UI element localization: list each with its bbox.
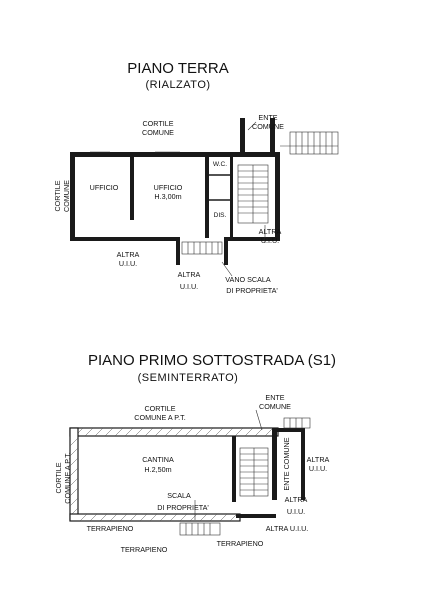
ente-comune-leader [247, 121, 257, 131]
basement-subtitle: (SEMINTERRATO) [138, 372, 239, 384]
vano-scala-stair [176, 237, 228, 265]
b-cortile-top-2: COMUNE A P.T. [134, 413, 185, 422]
b-altra-uiu-right-1: ALTRA [307, 455, 330, 464]
gf-ente-comune-1: ENTE [258, 113, 277, 122]
basement-partition [232, 436, 236, 502]
gf-cortile-side-2: COMUNE [62, 180, 71, 212]
b-cortile-side-2: COMUNE A P.T. [63, 452, 72, 503]
gf-cortile-side-1: CORTILE [53, 180, 62, 211]
gf-altra-uiu-mid-1: ALTRA [178, 270, 201, 279]
b-cantina-height: H.2,50m [144, 465, 171, 474]
b-altra-uiu-mid-2: U.I.U. [287, 507, 305, 516]
b-terrapieno-bottom-right: TERRAPIENO [217, 539, 264, 548]
ground-partition-3 [230, 156, 233, 238]
gf-wc: W.C. [213, 161, 227, 168]
b-altra-uiu-right-2: U.I.U. [309, 464, 327, 473]
ground-left-wall [70, 152, 75, 240]
gf-ufficio-2-height: H.3,00m [154, 192, 181, 201]
gf-vano-scala-2: DI PROPRIETA' [226, 286, 278, 295]
b-altra-uiu-bottom: ALTRA U.I.U. [266, 524, 309, 533]
gf-dis: DIS. [214, 212, 227, 219]
terrapieno-stair [179, 522, 221, 536]
gf-ufficio-1: UFFICIO [90, 183, 119, 192]
gf-altra-uiu-left-1: ALTRA [117, 250, 140, 259]
b-scala-2: DI PROPRIETA' [157, 503, 209, 512]
b-cantina: CANTINA [142, 455, 174, 464]
b-cortile-side-1: CORTILE [54, 462, 63, 493]
gf-ufficio-2: UFFICIO [154, 183, 183, 192]
ente-comune-stair [240, 118, 339, 155]
b-altra-uiu-mid-1: ALTRA [285, 495, 308, 504]
basement-stair [239, 447, 269, 497]
gf-cortile-comune-2: COMUNE [142, 128, 174, 137]
ground-bottom-wall [70, 237, 176, 241]
b-scala-1: SCALA [167, 491, 191, 500]
ground-floor-plan [70, 118, 339, 277]
ground-stair [237, 164, 269, 224]
gf-ente-comune-2: COMUNE [252, 122, 284, 131]
gf-altra-uiu-right-1: ALTRA [259, 227, 282, 236]
ground-partition-2 [205, 156, 209, 238]
ground-partition-1 [130, 156, 134, 220]
b-ente-comune-2: COMUNE [259, 402, 291, 411]
ground-floor-title: PIANO TERRA [127, 60, 228, 77]
b-cortile-top-1: CORTILE [144, 404, 175, 413]
ente-comune-b-leader [255, 409, 263, 431]
b-ente-comune-vertical: ENTE COMUNE [282, 437, 291, 490]
basement-right-wall [272, 428, 277, 500]
ground-bottom-wall-right [228, 237, 280, 241]
basement-title: PIANO PRIMO SOTTOSTRADA (S1) [88, 352, 336, 369]
gf-cortile-comune-1: CORTILE [142, 119, 173, 128]
basement-plan [69, 409, 311, 536]
gf-altra-uiu-mid-2: U.I.U. [180, 282, 198, 291]
gf-altra-uiu-right-2: U.I.U. [261, 236, 279, 245]
b-ente-comune-1: ENTE [265, 393, 284, 402]
ground-top-wall [70, 152, 280, 157]
gf-vano-scala-1: VANO SCALA [225, 275, 271, 284]
b-terrapieno-left: TERRAPIENO [87, 524, 134, 533]
ground-floor-subtitle: (RIALZATO) [145, 79, 210, 91]
ground-right-wall [275, 152, 280, 240]
gf-altra-uiu-left-2: U.I.U. [119, 259, 137, 268]
vano-scala-leader [221, 261, 233, 277]
b-terrapieno-bottom-left: TERRAPIENO [121, 545, 168, 554]
